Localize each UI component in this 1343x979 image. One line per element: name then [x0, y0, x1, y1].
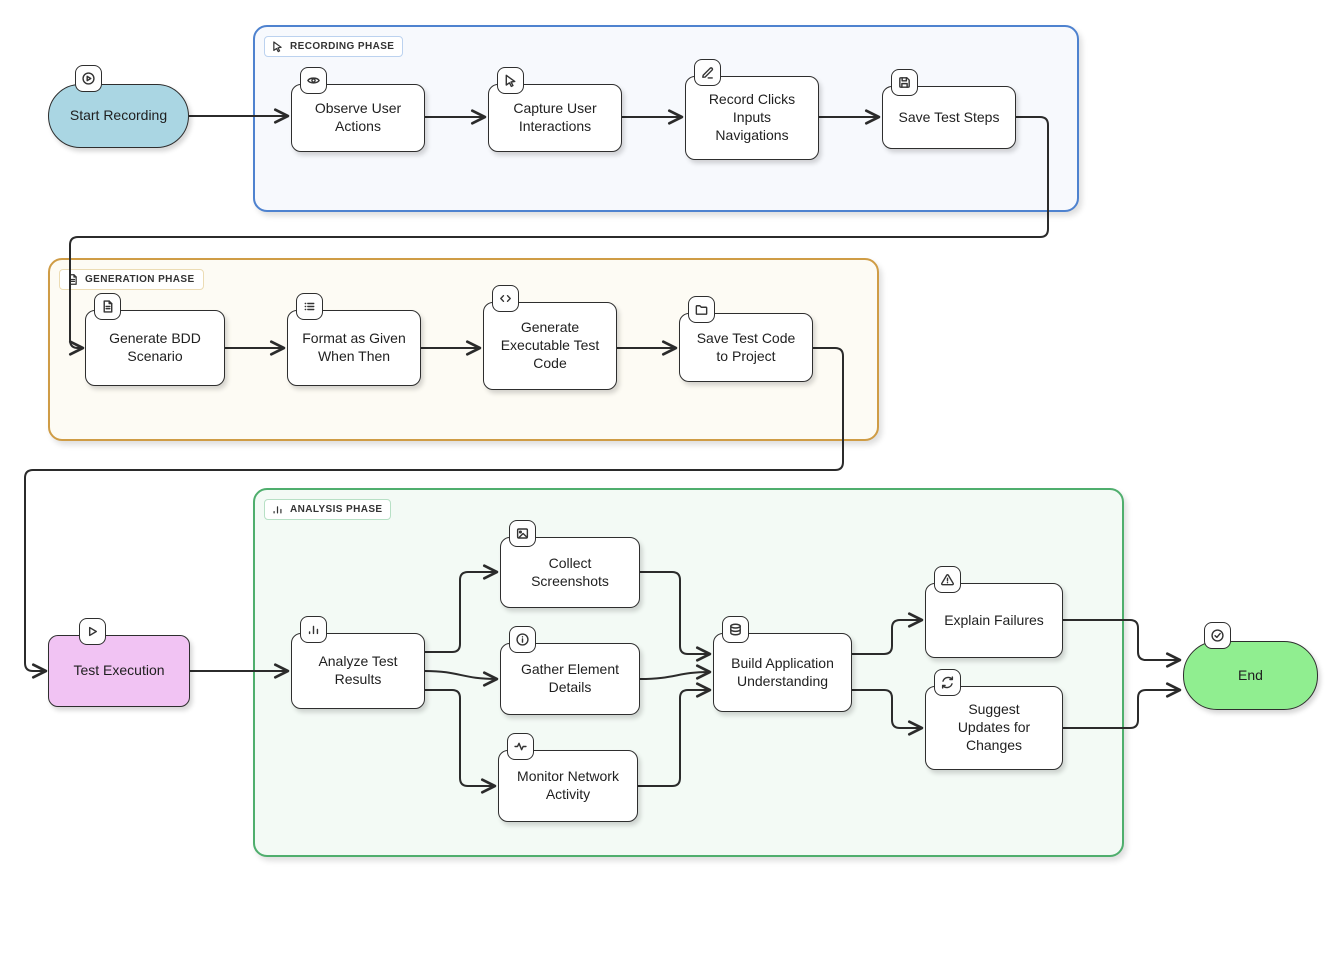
bar-chart-icon	[271, 503, 284, 516]
node-format-as-given-when-then: Format as Given When Then	[287, 293, 421, 386]
save-icon	[891, 69, 918, 96]
code-icon	[492, 285, 519, 312]
node-generate-bdd-scenario: Generate BDD Scenario	[85, 293, 225, 386]
play-icon	[79, 618, 106, 645]
phase-label-text: RECORDING PHASE	[290, 41, 395, 52]
bar-chart-icon	[300, 616, 327, 643]
node-label: Analyze Test Results	[318, 653, 398, 687]
node-label: Explain Failures	[944, 611, 1044, 628]
eye-icon	[300, 67, 327, 94]
node-collect-screenshots: Collect Screenshots	[500, 520, 640, 608]
node-record-clicks-inputs-navigations: Record Clicks Inputs Navigations	[685, 59, 819, 160]
file-text-icon	[66, 273, 79, 286]
node-label: End	[1238, 666, 1263, 683]
node-label: Record Clicks Inputs Navigations	[708, 91, 796, 143]
node-label: Gather Element Details	[520, 661, 620, 695]
folder-icon	[688, 296, 715, 323]
node-label: Generate Executable Test Code	[500, 319, 600, 371]
node-label: Start Recording	[69, 107, 168, 124]
cursor-icon	[497, 67, 524, 94]
play-circle-icon	[75, 65, 102, 92]
node-suggest-updates-for-changes: Suggest Updates for Changes	[925, 669, 1063, 770]
alert-triangle-icon	[934, 566, 961, 593]
node-label: Monitor Network Activity	[517, 768, 619, 802]
node-generate-executable-test-code: Generate Executable Test Code	[483, 285, 617, 390]
node-test-execution: Test Execution	[48, 618, 190, 707]
pencil-icon	[694, 59, 721, 86]
node-gather-element-details: Gather Element Details	[500, 626, 640, 715]
list-icon	[296, 293, 323, 320]
cursor-icon	[271, 40, 284, 53]
node-build-application-understanding: Build Application Understanding	[713, 616, 852, 712]
node-label: Collect Screenshots	[531, 554, 609, 589]
node-explain-failures: Explain Failures	[925, 566, 1063, 658]
node-label: Capture User Interactions	[513, 100, 597, 134]
node-start-recording: Start Recording	[48, 65, 189, 148]
node-save-test-code-to-project: Save Test Code to Project	[679, 296, 813, 382]
node-end: End	[1183, 622, 1318, 710]
database-icon	[722, 616, 749, 643]
node-label: Observe User Actions	[314, 100, 402, 134]
node-monitor-network-activity: Monitor Network Activity	[498, 733, 638, 822]
analysis-phase-label: ANALYSIS PHASE	[264, 499, 392, 520]
node-label: Suggest Updates for Changes	[957, 701, 1031, 753]
node-save-test-steps: Save Test Steps	[882, 69, 1016, 149]
check-circle-icon	[1204, 622, 1231, 649]
activity-icon	[507, 733, 534, 760]
node-analyze-test-results: Analyze Test Results	[291, 616, 425, 709]
info-icon	[509, 626, 536, 653]
file-text-icon	[94, 293, 121, 320]
image-icon	[509, 520, 536, 547]
recording-phase-label: RECORDING PHASE	[264, 36, 404, 57]
refresh-icon	[934, 669, 961, 696]
node-label: Generate BDD Scenario	[109, 330, 201, 364]
node-observe-user-actions: Observe User Actions	[291, 67, 425, 152]
node-label: Test Execution	[73, 662, 165, 679]
node-label: Save Test Code to Project	[696, 329, 796, 364]
generation-phase-label: GENERATION PHASE	[59, 269, 204, 290]
node-label: Format as Given When Then	[302, 330, 406, 364]
node-label: Build Application Understanding	[731, 654, 834, 689]
phase-label-text: GENERATION PHASE	[85, 274, 195, 285]
node-label: Save Test Steps	[898, 108, 1000, 125]
phase-label-text: ANALYSIS PHASE	[290, 504, 383, 515]
node-capture-user-interactions: Capture User Interactions	[488, 67, 622, 152]
